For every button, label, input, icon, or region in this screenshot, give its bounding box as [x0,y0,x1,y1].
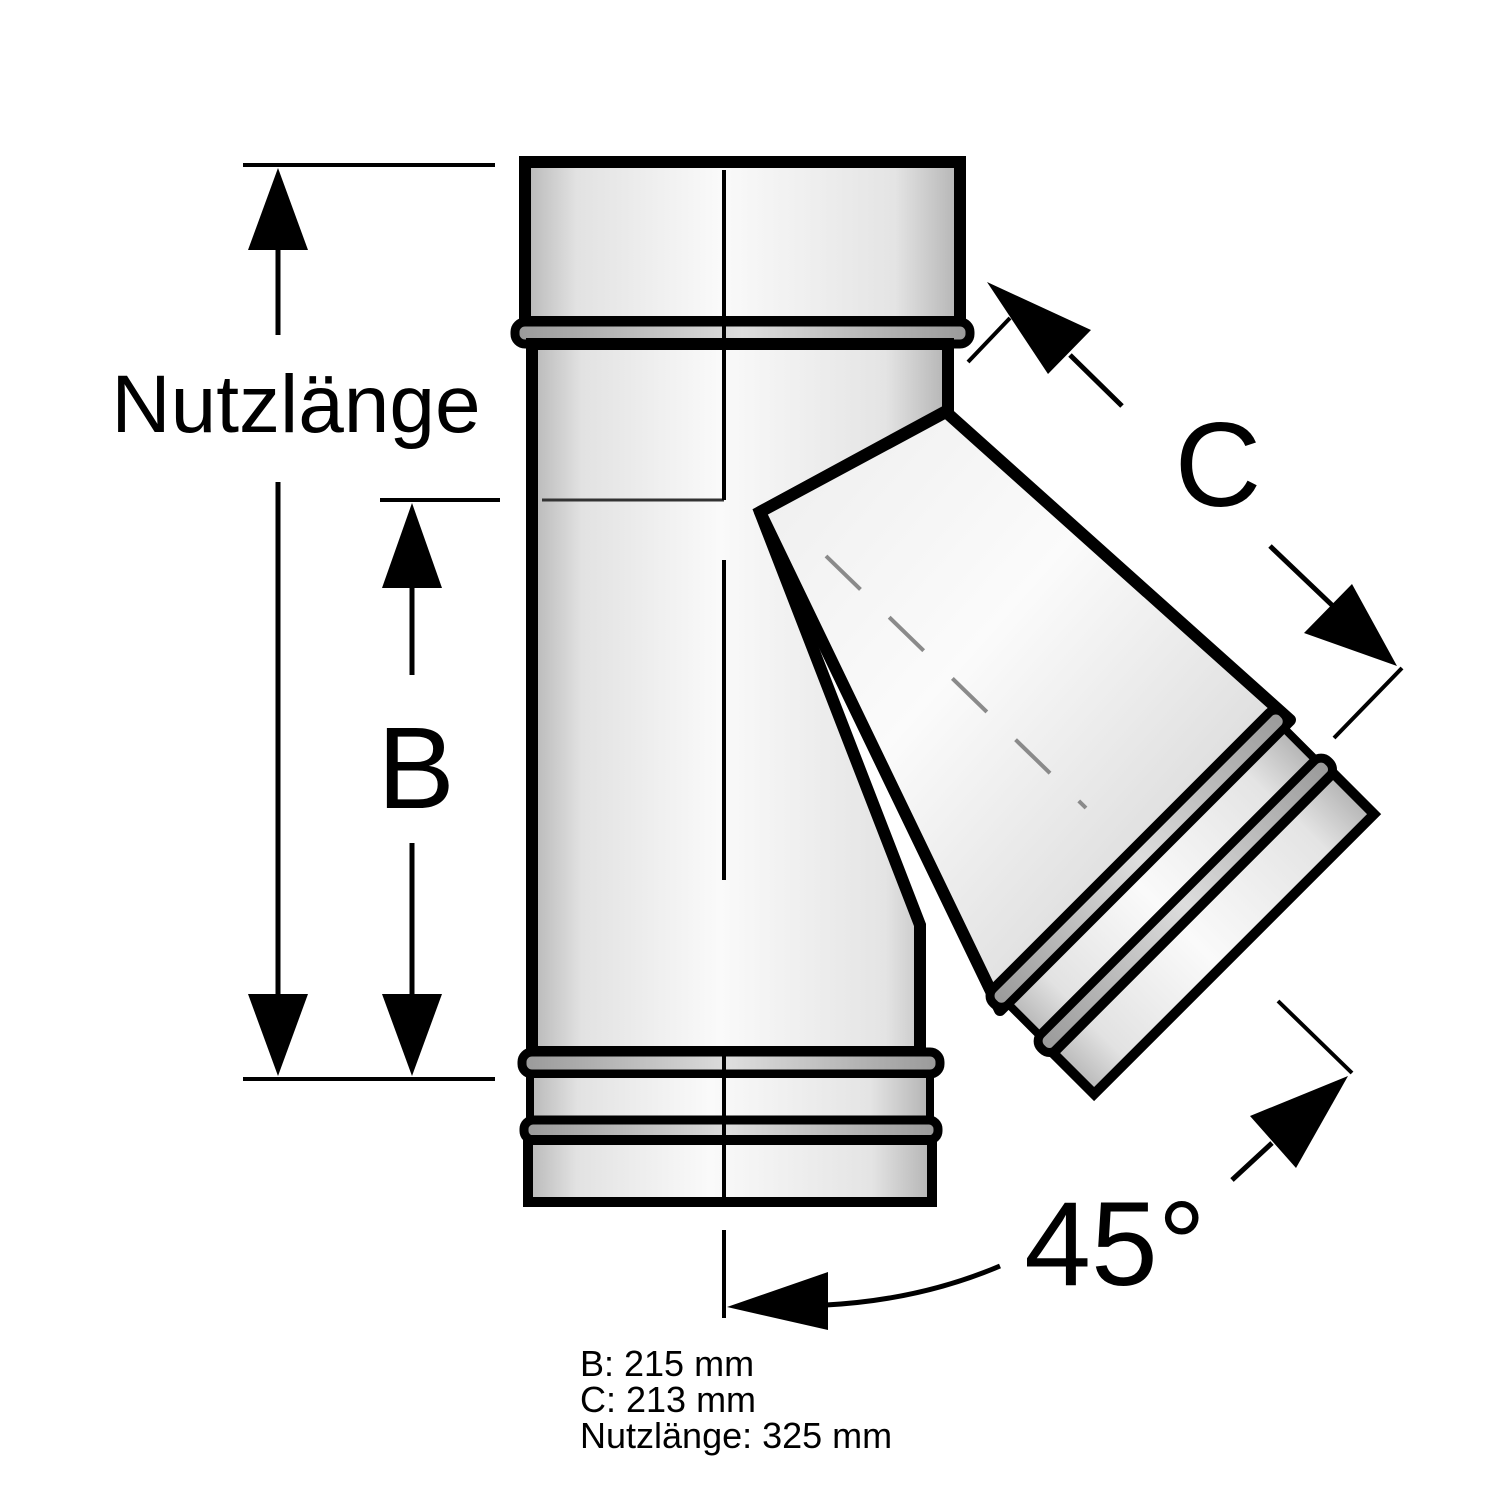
arrow-left-icon [727,1272,828,1330]
angle-arc [825,1263,1001,1308]
arrow-up-left-icon [987,282,1091,374]
dimension-nutzlaenge: Nutzlänge [111,163,495,1081]
dimension-angle: 45° [722,999,1354,1330]
spigot-section-1 [526,1070,934,1124]
spec-nutzlaenge: Nutzlänge: 325 mm [580,1415,893,1456]
specs-list: B: 215 mm C: 213 mm Nutzlänge: 325 mm [580,1346,892,1454]
label-c: C [1175,398,1262,532]
label-b: B [377,703,454,833]
spec-c: C: 213 mm [580,1379,757,1420]
arrow-up-icon [248,168,308,250]
branch-pipe [754,406,1382,1102]
dimension-b: B [377,498,500,1076]
spec-b: B: 215 mm [580,1343,755,1384]
dimension-c: C [966,282,1404,740]
arrow-down-icon [382,994,442,1076]
arrow-up-right-icon [1250,1076,1348,1168]
branch-spigot-section-2 [1046,766,1382,1102]
arrow-down-right-icon [1304,584,1397,666]
main-pipe [510,156,975,1207]
spigot-section-2 [523,1135,937,1207]
label-angle: 45° [1024,1177,1205,1311]
label-nutzlaenge: Nutzlänge [111,359,480,450]
top-socket [519,156,966,328]
arrow-down-icon [248,994,308,1076]
arrow-up-icon [382,503,442,588]
branch-centerline [824,554,1088,810]
